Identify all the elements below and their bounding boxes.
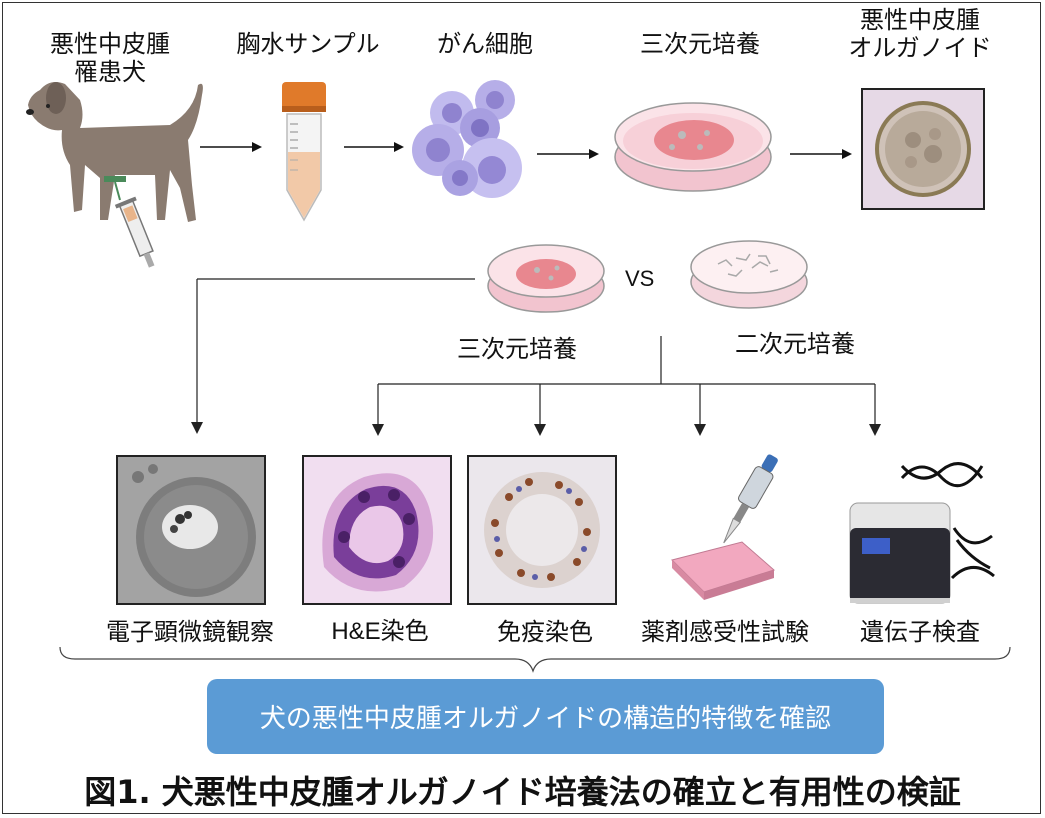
figure-caption: 図1. 犬悪性中皮腫オルガノイド培養法の確立と有用性の検証 bbox=[84, 773, 961, 811]
drug-assay-illustration bbox=[662, 450, 782, 605]
vs-label: VS bbox=[625, 266, 655, 291]
label-cancer-cells: がん細胞 bbox=[437, 30, 533, 58]
arrow-1 bbox=[200, 140, 262, 154]
arrow-3 bbox=[537, 147, 599, 161]
label-compare-2d: 二次元培養 bbox=[735, 330, 855, 358]
label-em: 電子顕微鏡観察 bbox=[106, 618, 274, 646]
label-organoid: 悪性中皮腫 オルガノイド bbox=[848, 6, 992, 62]
connector-lines bbox=[191, 278, 881, 436]
dog-illustration bbox=[20, 70, 215, 275]
organoid-photo bbox=[861, 88, 985, 210]
comparison-3d-dish bbox=[485, 238, 607, 316]
3d-culture-dish bbox=[612, 95, 774, 195]
cancer-cells-illustration bbox=[410, 78, 540, 208]
comparison-2d-dish bbox=[688, 234, 810, 312]
label-dog: 悪性中皮腫 罹患犬 bbox=[50, 30, 170, 86]
arrow-4 bbox=[790, 147, 852, 161]
label-gene: 遺伝子検査 bbox=[860, 618, 980, 646]
label-ihc: 免疫染色 bbox=[497, 618, 593, 646]
gene-test-illustration bbox=[842, 458, 1002, 608]
label-he: H&E染色 bbox=[331, 618, 429, 645]
label-drug: 薬剤感受性試験 bbox=[641, 618, 809, 646]
label-sample: 胸水サンプル bbox=[236, 30, 380, 58]
conclusion-banner: 犬の悪性中皮腫オルガノイドの構造的特徴を確認 bbox=[207, 679, 884, 754]
label-compare-3d: 三次元培養 bbox=[457, 335, 577, 363]
label-3d-culture: 三次元培養 bbox=[640, 30, 760, 58]
arrow-2 bbox=[344, 140, 404, 154]
sample-tube-illustration bbox=[278, 80, 330, 225]
he-stain-photo bbox=[302, 455, 452, 605]
em-photo bbox=[116, 455, 266, 605]
ihc-stain-photo bbox=[467, 455, 617, 605]
grouping-bracket bbox=[55, 645, 1015, 675]
